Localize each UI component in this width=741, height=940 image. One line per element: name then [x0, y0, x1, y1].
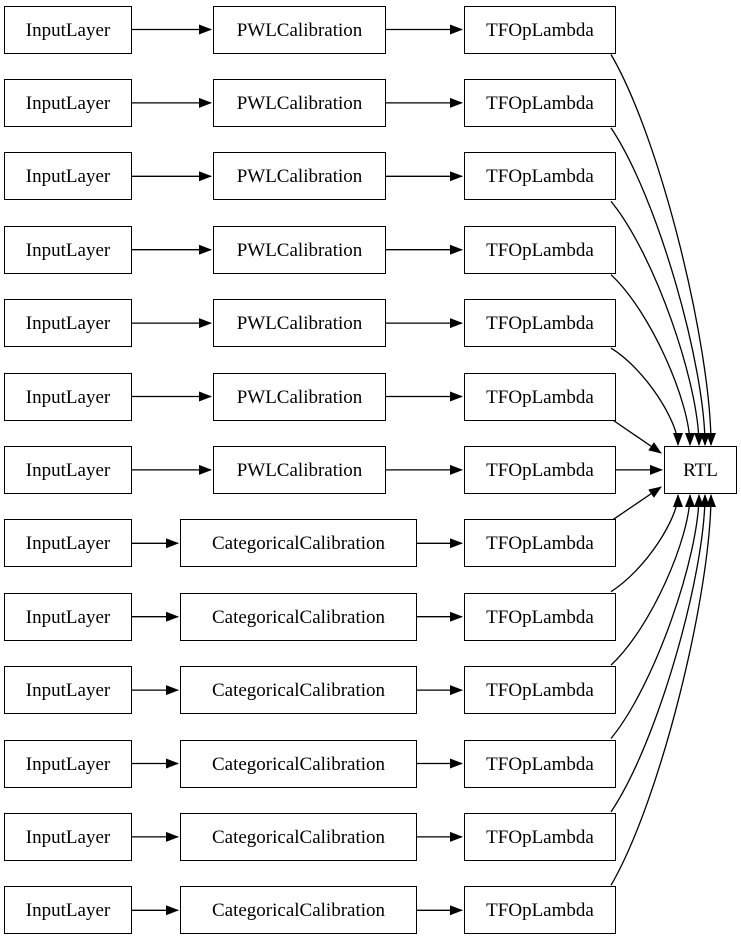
edge-arrow [610, 494, 716, 886]
calibration-node: PWLCalibration [213, 79, 386, 127]
calibration-node: PWLCalibration [213, 446, 386, 494]
lambda-node: TFOpLambda [464, 813, 616, 861]
lambda-node: TFOpLambda [464, 79, 616, 127]
input-layer-node: InputLayer [4, 446, 132, 494]
calibration-node: CategoricalCalibration [180, 740, 417, 788]
edge-arrow [610, 127, 710, 446]
rtl-node: RTL [664, 446, 737, 494]
lambda-node: TFOpLambda [464, 152, 616, 200]
calibration-node: CategoricalCalibration [180, 813, 417, 861]
edge-arrow [610, 54, 716, 446]
input-layer-node: InputLayer [4, 226, 132, 274]
input-layer-node: InputLayer [4, 152, 132, 200]
edge-arrow [610, 494, 695, 666]
lambda-node: TFOpLambda [464, 299, 616, 347]
edge-arrow [610, 494, 710, 813]
input-layer-node: InputLayer [4, 519, 132, 567]
lambda-node: TFOpLambda [464, 593, 616, 641]
lambda-node: TFOpLambda [464, 666, 616, 714]
lambda-node: TFOpLambda [464, 886, 616, 934]
lambda-node: TFOpLambda [464, 519, 616, 567]
edge-arrow [610, 274, 695, 446]
calibration-node: PWLCalibration [213, 226, 386, 274]
input-layer-node: InputLayer [4, 886, 132, 934]
calibration-node: PWLCalibration [213, 6, 386, 54]
input-layer-node: InputLayer [4, 666, 132, 714]
input-layer-node: InputLayer [4, 299, 132, 347]
edge-arrow [611, 418, 662, 454]
input-layer-node: InputLayer [4, 740, 132, 788]
input-layer-node: InputLayer [4, 593, 132, 641]
lambda-node: TFOpLambda [464, 373, 616, 421]
lambda-node: TFOpLambda [464, 740, 616, 788]
calibration-node: CategoricalCalibration [180, 666, 417, 714]
edge-arrow [610, 347, 683, 446]
edge-arrow [611, 486, 662, 521]
lambda-node: TFOpLambda [464, 6, 616, 54]
calibration-node: PWLCalibration [213, 373, 386, 421]
input-layer-node: InputLayer [4, 813, 132, 861]
input-layer-node: InputLayer [4, 373, 132, 421]
input-layer-node: InputLayer [4, 6, 132, 54]
lambda-node: TFOpLambda [464, 446, 616, 494]
calibration-node: CategoricalCalibration [180, 593, 417, 641]
edge-arrow [610, 494, 704, 739]
calibration-node: CategoricalCalibration [180, 519, 417, 567]
calibration-node: CategoricalCalibration [180, 886, 417, 934]
edge-arrow [610, 200, 704, 446]
lambda-node: TFOpLambda [464, 226, 616, 274]
edge-arrow [610, 494, 683, 593]
calibration-node: PWLCalibration [213, 152, 386, 200]
input-layer-node: InputLayer [4, 79, 132, 127]
calibration-node: PWLCalibration [213, 299, 386, 347]
